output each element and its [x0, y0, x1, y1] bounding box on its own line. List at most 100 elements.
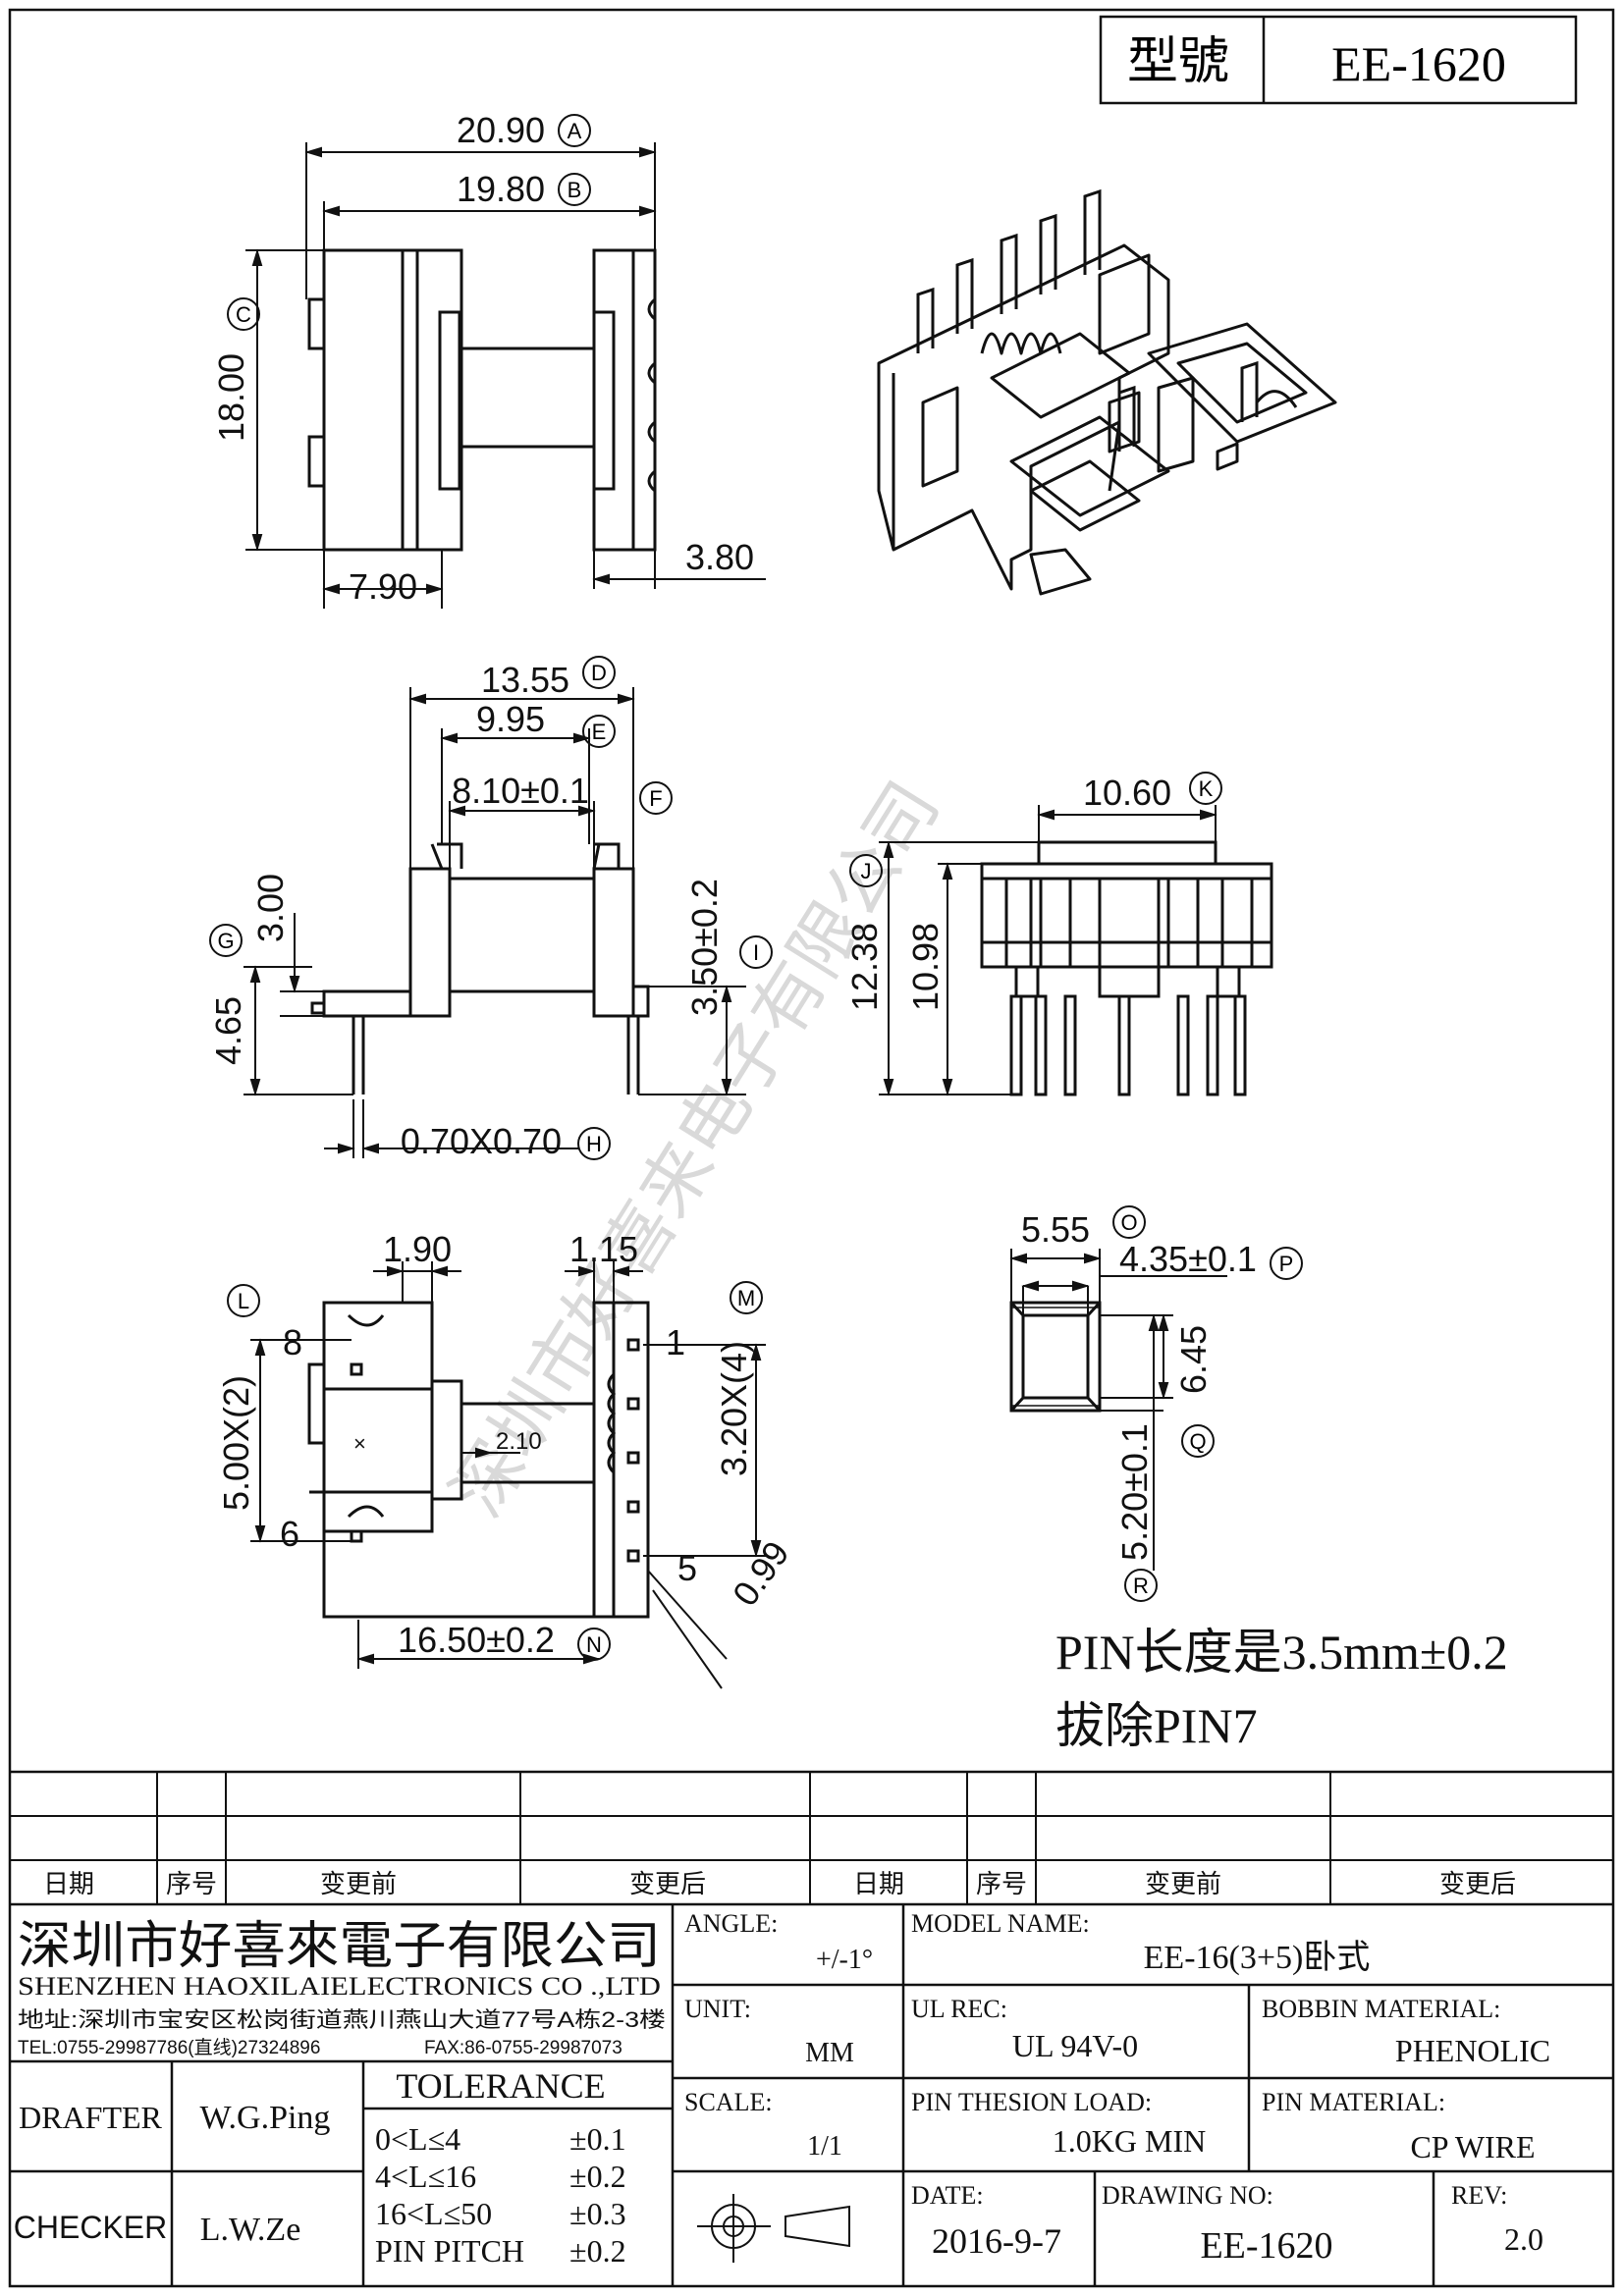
scale-value: 1/1 [807, 2131, 842, 2162]
dim-L-text: 5.00X(2) [216, 1375, 256, 1511]
drafter-label: DRAFTER [19, 2100, 162, 2135]
circle-O: O [1112, 1205, 1146, 1239]
dim-K-text: 10.60 [1083, 773, 1171, 813]
circle-K: K [1189, 772, 1222, 805]
dim-I-text: 3.50±0.2 [684, 879, 725, 1016]
dim-J-text: 12.38 [844, 923, 885, 1011]
ul-rec-label: UL REC: [911, 1995, 1007, 2023]
page-border [8, 8, 1615, 2288]
revision-table [10, 1770, 1613, 1906]
section-view [1009, 1301, 1102, 1413]
dim-E-text: 9.95 [476, 699, 545, 739]
circle-A: A [558, 114, 591, 147]
checker-label: CHECKER [14, 2210, 167, 2245]
dim-R-text: 5.20±0.1 [1114, 1423, 1155, 1561]
dim-A-text: 20.90 [457, 110, 545, 150]
circle-I: I [739, 935, 773, 969]
drafter-value: W.G.Ping [200, 2100, 331, 2136]
svg-text:B: B [568, 178, 582, 202]
svg-text:Q: Q [1189, 1429, 1206, 1454]
dim-099-text: 0.99 [725, 1533, 797, 1613]
circle-H: H [577, 1127, 611, 1160]
front-view [980, 840, 1273, 998]
svg-text:O: O [1120, 1210, 1137, 1235]
svg-text:C: C [236, 302, 251, 327]
side-view [310, 842, 650, 1095]
dim-300-text: 3.00 [250, 874, 291, 942]
circle-D: D [582, 656, 616, 689]
dim-G-text: 4.65 [208, 996, 248, 1065]
top-view-dimensions [245, 142, 766, 609]
circle-P: P [1270, 1247, 1303, 1280]
svg-text:L: L [238, 1289, 249, 1313]
model-value: EE-1620 [1331, 36, 1506, 91]
svg-text:D: D [591, 661, 607, 685]
front-view-pins [1009, 994, 1247, 1096]
company-address: 地址:深圳市宝安区松岗街道燕川燕山大道77号A栋2-3楼 [18, 2007, 666, 2032]
svg-text:×: × [353, 1431, 366, 1456]
isometric-pins [916, 188, 1259, 452]
svg-text:A: A [568, 119, 582, 143]
rev-value: 2.0 [1504, 2221, 1543, 2257]
tolerance-range-4: PIN PITCH [375, 2233, 524, 2269]
svg-text:G: G [217, 929, 234, 953]
side-view-dimensions [243, 687, 746, 1158]
model-name-label: MODEL NAME: [911, 1909, 1090, 1938]
tolerance-value-1: ±0.1 [569, 2121, 626, 2157]
pin-6-label: 6 [280, 1514, 299, 1554]
note-remove-pin7: 拔除PIN7 [1055, 1698, 1258, 1753]
pin-load-label: PIN THESION LOAD: [911, 2088, 1152, 2116]
drawing-no-value: EE-1620 [1200, 2225, 1332, 2267]
dim-P-text: 4.35±0.1 [1119, 1239, 1257, 1279]
dim-1098-text: 10.98 [905, 923, 946, 1011]
svg-text:K: K [1199, 776, 1214, 801]
circle-L: L [227, 1284, 260, 1317]
bobbin-material-value: PHENOLIC [1395, 2033, 1550, 2068]
angle-label: ANGLE: [684, 1909, 778, 1938]
svg-text:P: P [1279, 1252, 1294, 1276]
dim-C-text: 18.00 [211, 353, 251, 442]
svg-text:H: H [586, 1132, 602, 1156]
title-block-grid [10, 1904, 1613, 2286]
model-label: 型號 [1127, 34, 1229, 90]
dim-790-text: 7.90 [349, 566, 417, 607]
circle-G: G [209, 924, 243, 957]
note-pin-length: PIN长度是3.5mm±0.2 [1055, 1625, 1508, 1680]
pin-8-label: 8 [283, 1322, 302, 1362]
bobbin-material-label: BOBBIN MATERIAL: [1262, 1995, 1500, 2023]
circle-F: F [639, 781, 673, 815]
rev-header-date-1: 日期 [43, 1869, 94, 1898]
bottom-view-dimensions [250, 1261, 766, 1689]
pin-material-value: CP WIRE [1410, 2129, 1535, 2164]
unit-label: UNIT: [684, 1995, 751, 2023]
tolerance-range-3: 16<L≤50 [375, 2196, 492, 2231]
company-name-cn: 深圳市好喜來電子有限公司 [18, 1919, 661, 1975]
dim-210-text: 2.10 [496, 1428, 542, 1455]
section-view-dimensions [1009, 1249, 1227, 1571]
circle-B: B [558, 173, 591, 206]
top-view [307, 248, 657, 552]
company-fax: FAX:86-0755-29987073 [424, 2038, 622, 2058]
dim-115-text: 1.15 [569, 1229, 638, 1269]
svg-text:R: R [1133, 1574, 1149, 1598]
pin-material-label: PIN MATERIAL: [1262, 2088, 1445, 2116]
rev-header-after-1: 变更后 [629, 1869, 706, 1898]
rev-header-after-2: 变更后 [1439, 1869, 1516, 1898]
dim-M-text: 3.20X(4) [714, 1341, 754, 1476]
circle-M: M [730, 1281, 763, 1314]
dim-O-text: 5.55 [1021, 1209, 1090, 1250]
rev-header-seq-2: 序号 [976, 1869, 1027, 1898]
tolerance-value-3: ±0.3 [569, 2196, 626, 2231]
tolerance-title: TOLERANCE [396, 2066, 605, 2106]
dim-810-text: 8.10±0.1 [452, 771, 589, 811]
pin-load-value: 1.0KG MIN [1053, 2123, 1206, 2159]
tolerance-value-2: ±0.2 [569, 2159, 626, 2194]
model-name-value: EE-16(3+5)卧式 [1144, 1940, 1371, 1976]
front-view-dimensions [879, 805, 1217, 1096]
dim-H-text: 0.70X0.70 [401, 1121, 562, 1161]
svg-text:F: F [649, 786, 662, 811]
tolerance-range-2: 4<L≤16 [375, 2159, 476, 2194]
ul-rec-value: UL 94V-0 [1012, 2028, 1138, 2063]
rev-header-before-1: 变更前 [320, 1869, 397, 1898]
pin-1-label: 1 [666, 1322, 685, 1362]
